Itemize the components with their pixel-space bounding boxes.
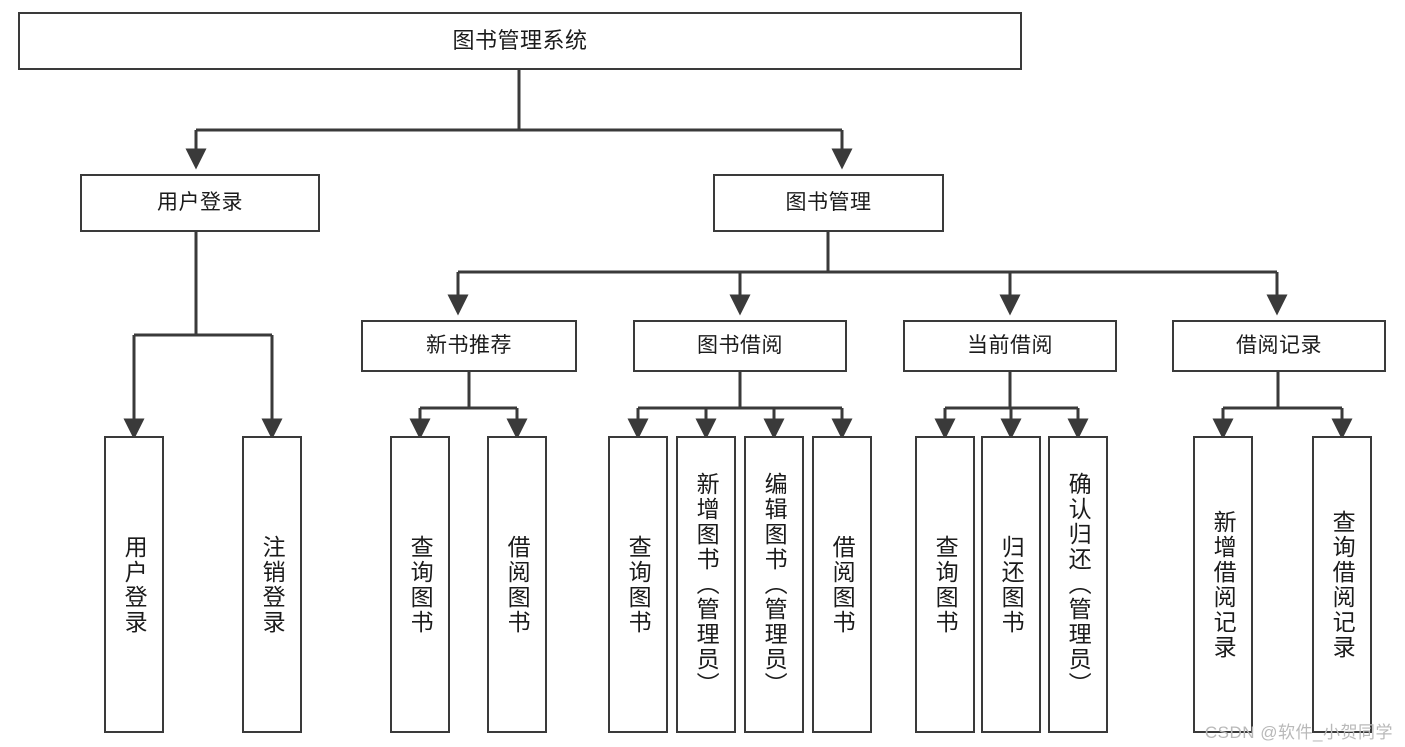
- node-new-book-recommend[interactable]: 新书推荐: [361, 320, 577, 372]
- node-leaf-add-book-label: 新增图书（管理员）: [693, 472, 720, 697]
- node-leaf-borrow-book-1-label: 借阅图书: [504, 534, 531, 635]
- node-leaf-return-book[interactable]: 归还图书: [981, 436, 1041, 733]
- node-leaf-return-book-label: 归还图书: [998, 534, 1025, 635]
- node-leaf-user-login[interactable]: 用户登录: [104, 436, 164, 733]
- node-leaf-query-record[interactable]: 查询借阅记录: [1312, 436, 1372, 733]
- node-leaf-query-book-1[interactable]: 查询图书: [390, 436, 450, 733]
- node-leaf-borrow-book-1[interactable]: 借阅图书: [487, 436, 547, 733]
- node-leaf-query-book-2-label: 查询图书: [625, 534, 652, 635]
- node-leaf-query-record-label: 查询借阅记录: [1329, 509, 1356, 660]
- node-borrow-record[interactable]: 借阅记录: [1172, 320, 1386, 372]
- node-book-manage[interactable]: 图书管理: [713, 174, 944, 232]
- node-leaf-user-login-label: 用户登录: [121, 534, 148, 635]
- node-leaf-confirm-return[interactable]: 确认归还（管理员）: [1048, 436, 1108, 733]
- node-leaf-user-logout-label: 注销登录: [259, 534, 286, 635]
- node-new-book-recommend-label: 新书推荐: [426, 333, 512, 357]
- node-leaf-borrow-book-2-label: 借阅图书: [829, 534, 856, 635]
- node-leaf-confirm-return-label: 确认归还（管理员）: [1065, 472, 1092, 697]
- node-leaf-query-book-2[interactable]: 查询图书: [608, 436, 668, 733]
- node-root-label: 图书管理系统: [452, 28, 588, 54]
- node-leaf-add-book[interactable]: 新增图书（管理员）: [676, 436, 736, 733]
- node-leaf-query-book-3[interactable]: 查询图书: [915, 436, 975, 733]
- node-borrow-record-label: 借阅记录: [1236, 333, 1322, 357]
- node-book-borrow-label: 图书借阅: [697, 333, 783, 357]
- node-book-manage-label: 图书管理: [785, 190, 872, 214]
- node-leaf-user-logout[interactable]: 注销登录: [242, 436, 302, 733]
- node-current-borrow-label: 当前借阅: [967, 333, 1053, 357]
- node-leaf-edit-book[interactable]: 编辑图书（管理员）: [744, 436, 804, 733]
- node-leaf-borrow-book-2[interactable]: 借阅图书: [812, 436, 872, 733]
- node-leaf-query-book-3-label: 查询图书: [932, 534, 959, 635]
- node-book-borrow[interactable]: 图书借阅: [633, 320, 847, 372]
- node-leaf-add-record[interactable]: 新增借阅记录: [1193, 436, 1253, 733]
- watermark: CSDN @软件_小贺同学: [1204, 723, 1393, 742]
- node-leaf-add-record-label: 新增借阅记录: [1210, 509, 1237, 660]
- node-user-login-label: 用户登录: [157, 190, 243, 214]
- node-leaf-edit-book-label: 编辑图书（管理员）: [761, 472, 788, 697]
- node-current-borrow[interactable]: 当前借阅: [903, 320, 1117, 372]
- node-user-login[interactable]: 用户登录: [80, 174, 320, 232]
- node-leaf-query-book-1-label: 查询图书: [407, 534, 434, 635]
- node-root[interactable]: 图书管理系统: [18, 12, 1022, 70]
